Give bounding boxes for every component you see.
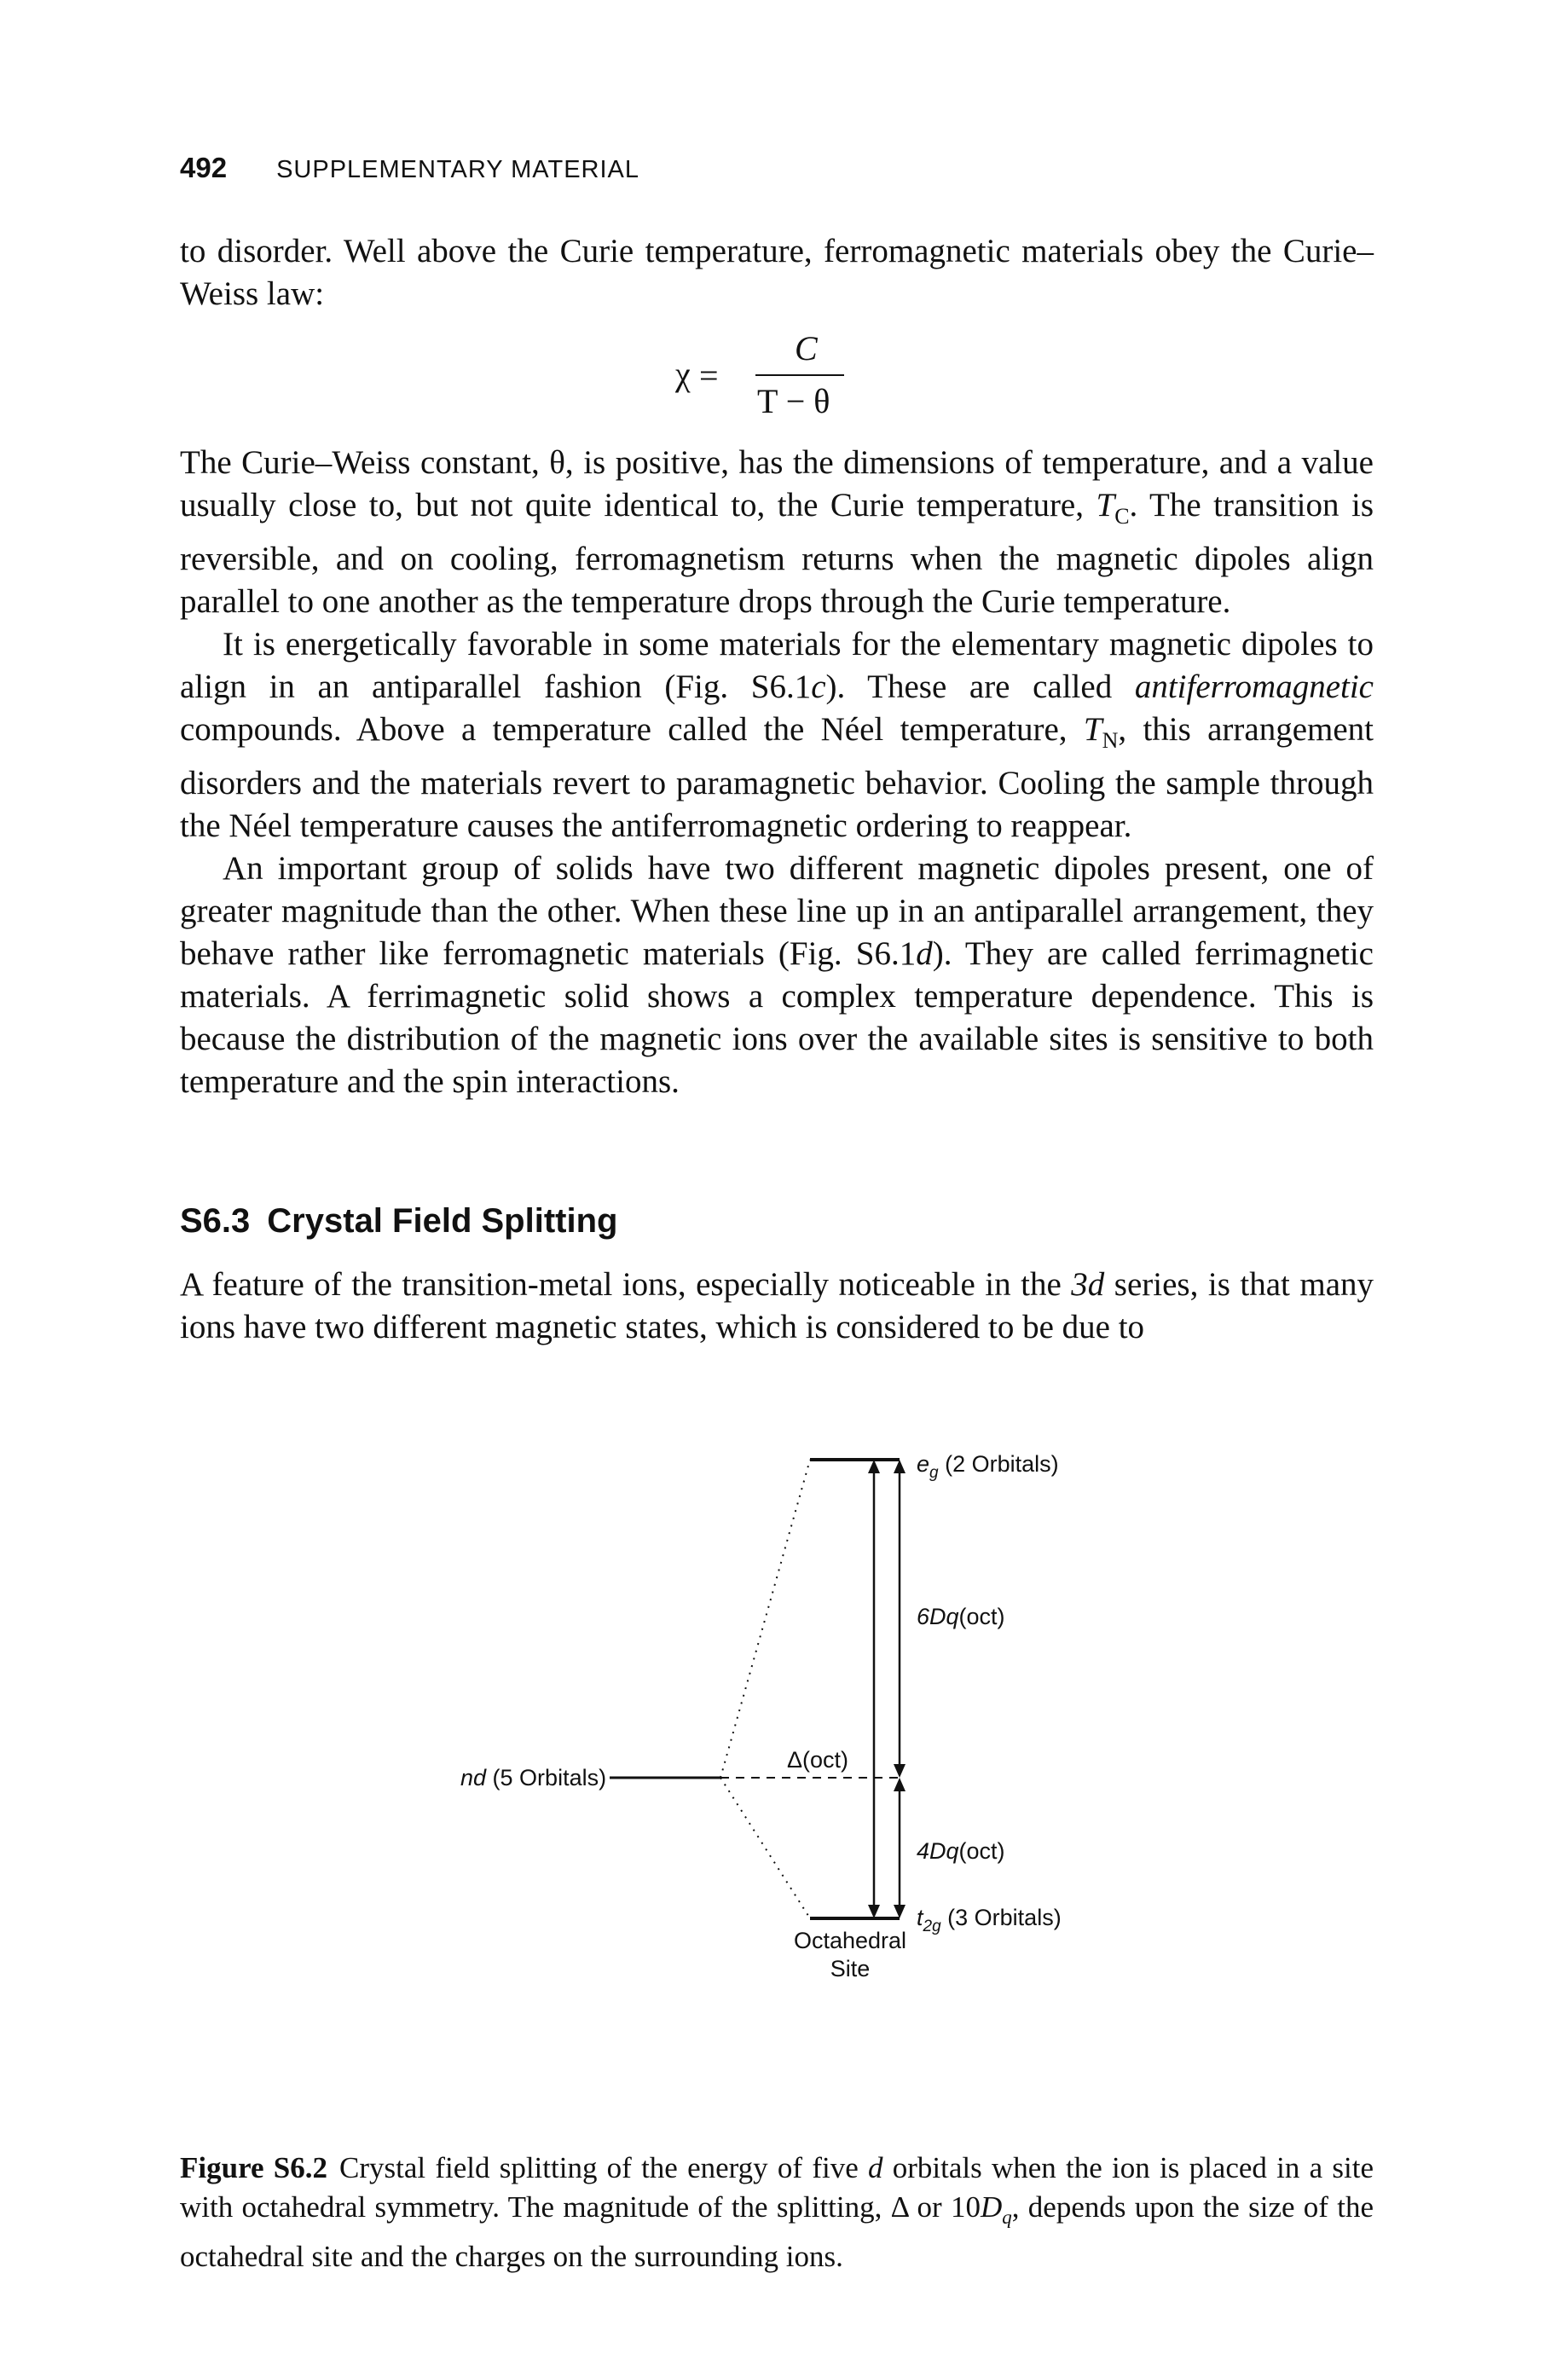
crystal-field-diagram: eg (2 Orbitals) 6Dq(oct) nd (5 Orbitals)… — [426, 1432, 1194, 2029]
section-heading: S6.3 Crystal Field Splitting — [180, 1202, 617, 1241]
para1-text: to disorder. Well above the Curie temper… — [180, 233, 1374, 312]
equation-lhs: χ — [675, 355, 691, 393]
delta-arrowhead-bottom — [868, 1905, 880, 1918]
four-dq-arrowhead-bottom — [894, 1905, 906, 1918]
lower-connector-dotted — [720, 1777, 811, 1919]
equation-equals: = — [699, 356, 719, 395]
equation-numerator: C — [795, 329, 818, 367]
paragraphs-main: The Curie–Weiss constant, θ, is positive… — [180, 442, 1374, 1103]
section-title: Crystal Field Splitting — [267, 1202, 618, 1240]
running-title: SUPPLEMENTARY MATERIAL — [276, 156, 640, 183]
four-dq-arrowhead-top — [894, 1778, 906, 1791]
fraction-bar — [755, 374, 844, 376]
page-number: 492 — [180, 152, 228, 183]
site-label: Site — [830, 1956, 871, 1981]
eg-label: eg (2 Orbitals) — [917, 1451, 1059, 1482]
running-head: 492 SUPPLEMENTARY MATERIAL — [180, 152, 639, 186]
delta-label: Δ(oct) — [787, 1747, 848, 1773]
paragraph-crystal-field: A feature of the transition-metal ions, … — [180, 1264, 1374, 1349]
curie-weiss-equation: χ = C T − θ — [675, 328, 880, 431]
four-dq-label: 4Dq(oct) — [917, 1838, 1005, 1864]
para5: A feature of the transition-metal ions, … — [180, 1266, 1374, 1345]
crystal-field-diagram-svg: eg (2 Orbitals) 6Dq(oct) nd (5 Orbitals)… — [460, 1451, 1062, 1981]
t2g-label: t2g (3 Orbitals) — [917, 1905, 1062, 1935]
octahedral-label: Octahedral — [794, 1928, 906, 1953]
para4: An important group of solids have two di… — [180, 849, 1374, 1100]
paragraph-curie-weiss-intro: to disorder. Well above the Curie temper… — [180, 230, 1374, 315]
section-number: S6.3 — [180, 1202, 251, 1240]
para3: It is energetically favorable in some ma… — [180, 625, 1374, 844]
delta-arrowhead-top — [868, 1460, 880, 1473]
six-dq-arrowhead-top — [894, 1460, 906, 1473]
six-dq-label: 6Dq(oct) — [917, 1604, 1005, 1629]
caption-label: Figure S6.2 — [180, 2151, 327, 2184]
upper-connector-dotted — [720, 1459, 811, 1779]
para2: The Curie–Weiss constant, θ, is positive… — [180, 444, 1374, 620]
six-dq-arrowhead-bottom — [894, 1764, 906, 1778]
nd-label: nd (5 Orbitals) — [460, 1765, 606, 1790]
equation-denominator: T − θ — [757, 382, 830, 420]
